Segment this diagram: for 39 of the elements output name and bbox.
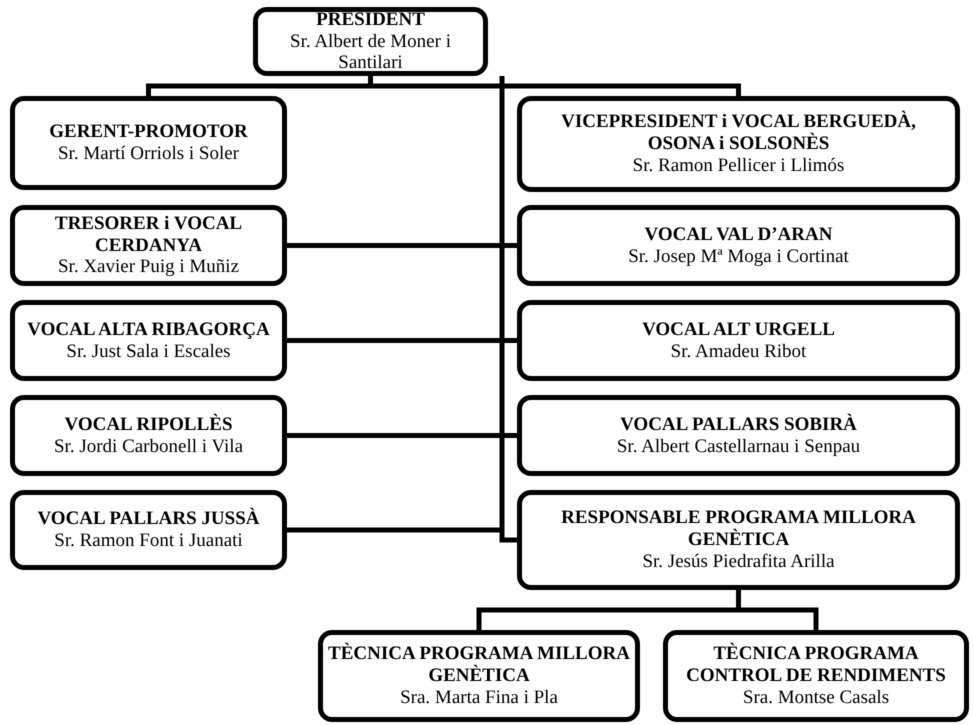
person-name: Sr. Ramon Font i Juanati <box>54 530 243 552</box>
role-box <box>10 96 287 190</box>
role-box <box>517 96 960 192</box>
role-box <box>663 630 969 722</box>
person-name: Sr. Jordi Carbonell i Vila <box>54 436 244 458</box>
person-name: Sra. Montse Casals <box>742 686 890 709</box>
role-box <box>10 395 287 476</box>
role-box <box>517 205 960 286</box>
person-name: Sr. Albert de Moner i Santilari <box>289 30 452 74</box>
person-name: Sr. Jesús Piedrafita Arilla <box>642 550 835 573</box>
person-name: Sr. Amadeu Ribot <box>670 340 806 362</box>
role-title: TÈCNICA PROGRAMA CONTROL DE RENDIMENTS <box>685 643 947 687</box>
role-title: VOCAL VAL D’ARAN <box>644 224 832 246</box>
role-title: VOCAL PALLARS JUSSÀ <box>37 508 260 530</box>
person-name: Sr. Ramon Pellicer i Llimós <box>632 154 844 177</box>
role-box <box>10 490 287 570</box>
role-title: VOCAL PALLARS SOBIRÀ <box>620 414 857 436</box>
person-name: Sr. Just Sala i Escales <box>66 340 231 362</box>
role-box <box>318 630 640 722</box>
role-title: GERENT-PROMOTOR <box>49 121 248 143</box>
person-name: Sr. Josep Mª Moga i Cortinat <box>628 246 849 268</box>
role-title: PRESIDENT <box>316 8 425 31</box>
role-title: VOCAL ALT URGELL <box>642 318 835 340</box>
role-box <box>10 300 287 381</box>
role-title: TÈCNICA PROGRAMA MILLORA GENÈTICA <box>327 643 631 687</box>
role-box <box>517 490 960 590</box>
role-title: VOCAL RIPOLLÈS <box>64 414 233 436</box>
role-title: RESPONSABLE PROGRAMA MILLORA GENÈTICA <box>560 507 917 551</box>
person-name: Sra. Marta Fina i Pla <box>400 686 558 709</box>
role-title: VOCAL ALTA RIBAGORÇA <box>27 318 270 340</box>
person-name: Sr. Albert Castellarnau i Senpau <box>616 436 860 458</box>
role-box <box>253 7 488 76</box>
person-name: Sr. Xavier Puig i Muñiz <box>58 256 240 278</box>
role-box <box>517 300 960 381</box>
role-title: VICEPRESIDENT i VOCAL BERGUEDÀ, OSONA i SOLSONÈS <box>560 111 917 155</box>
person-name: Sr. Martí Orriols i Soler <box>58 143 240 165</box>
role-box <box>10 205 287 286</box>
role-title: TRESORER i VOCAL CERDANYA <box>54 212 244 256</box>
role-box <box>517 395 960 476</box>
